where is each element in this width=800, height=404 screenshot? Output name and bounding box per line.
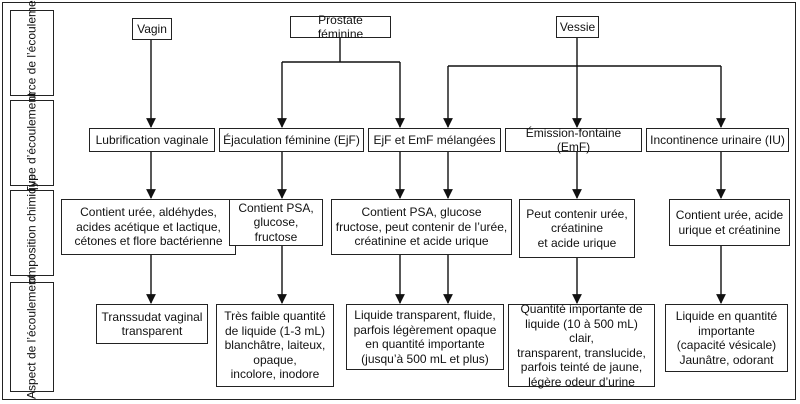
source-prostate: Prostate féminine [290,13,391,41]
source-vessie: Vessie [556,16,599,38]
aspect-lubrification: Transsudat vaginal transparent [96,304,208,344]
aspect-melangees: Liquide transparent, fluide, parfois lég… [346,304,504,370]
type-ejaculation: Éjaculation féminine (EjF) [219,128,364,152]
composition-incontinence: Contient urée, acide urique et créatinin… [669,199,790,246]
composition-ejaculation: Contient PSA, glucose, fructose [229,199,323,246]
row-label-source: Source de l’écoulement [10,0,54,116]
type-emission: Émission-fontaine (EmF) [505,126,642,154]
aspect-emission: Quantité importante de liquide (10 à 500… [508,302,655,389]
outer-frame [2,2,796,400]
row-label-aspect: Aspect de l’écoulement [10,275,54,399]
type-melangees: EjF et EmF mélangées [368,128,501,152]
type-lubrification: Lubrification vaginale [89,128,215,152]
row-label-type: Type d’écoulement [10,93,54,193]
type-incontinence: Incontinence urinaire (IU) [646,128,789,152]
composition-lubrification: Contient urée, aldéhydes, acides acétiqu… [61,199,236,255]
row-label-composition: Composition chimique [10,174,54,292]
source-vagin: Vagin [132,18,172,40]
composition-melangees: Contient PSA, glucose fructose, peut con… [331,199,512,255]
aspect-incontinence: Liquide en quantité importante (capacité… [665,304,788,372]
aspect-ejaculation: Très faible quantité de liquide (1-3 mL)… [216,304,334,387]
composition-emission: Peut contenir urée, créatinine et acide … [519,199,635,258]
